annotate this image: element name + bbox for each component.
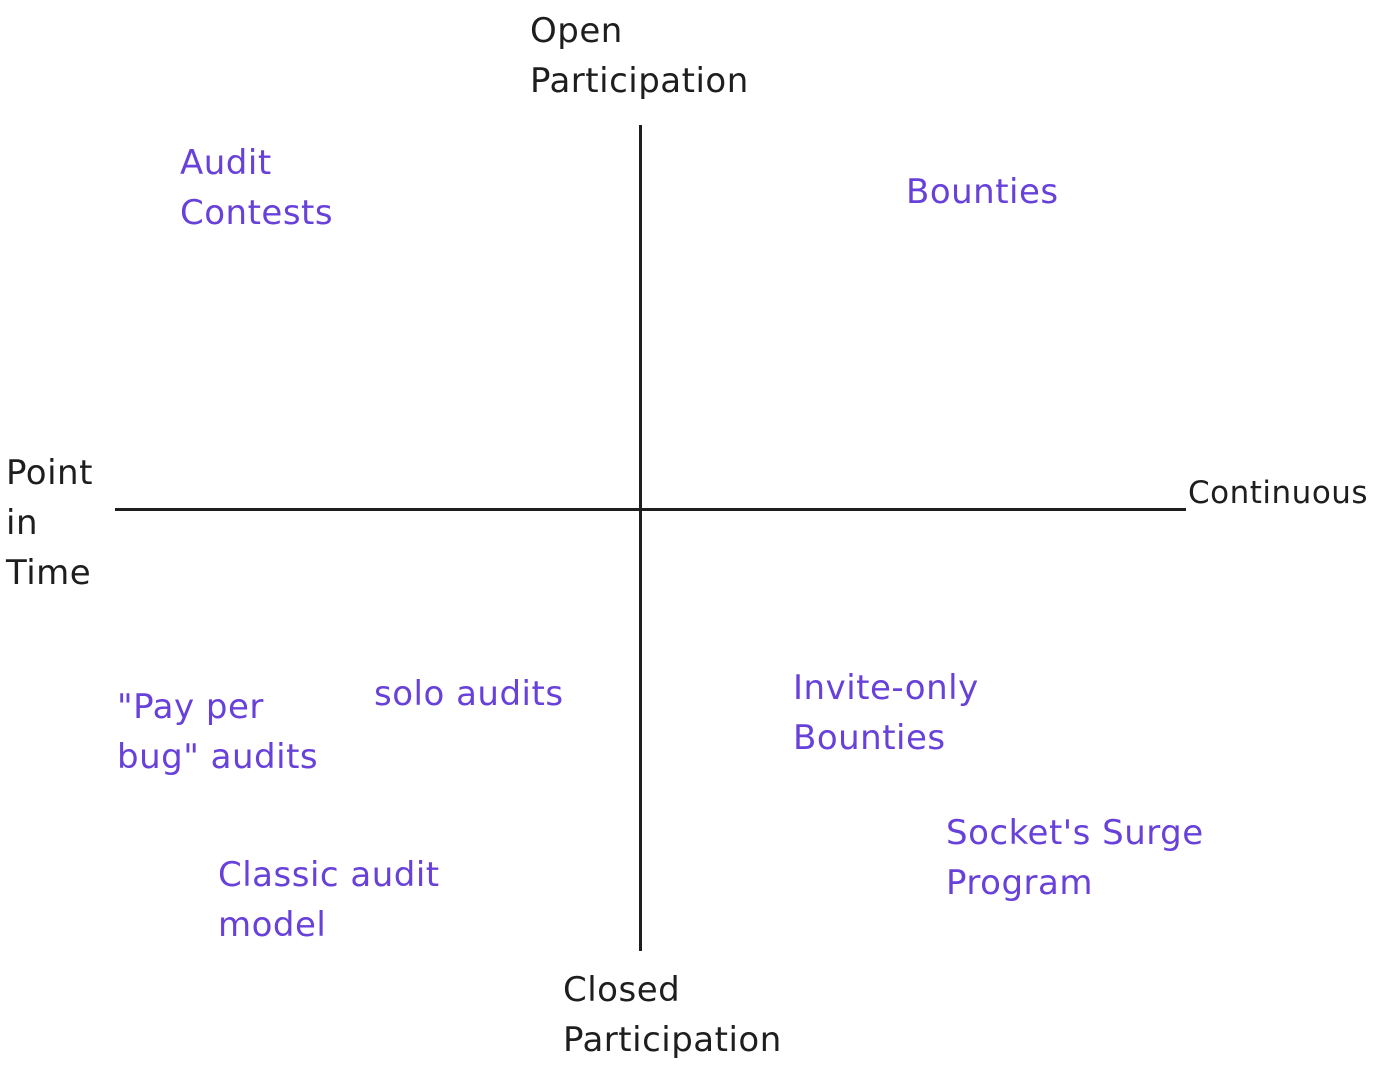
item-classic-line: model (218, 905, 327, 945)
item-invite-only-line: Invite-only (793, 668, 979, 708)
item-invite-only-bounties: Invite-only Bounties (793, 663, 979, 763)
axis-label-right: Continuous (1188, 475, 1369, 511)
axis-label-top: Open Participation (530, 6, 749, 106)
axis-label-left: Point in Time (6, 448, 93, 598)
item-bounties: Bounties (906, 172, 1059, 212)
axis-label-top-line: Open (530, 11, 623, 51)
item-audit-contests-line: Audit (180, 143, 272, 183)
axis-label-bottom-line: Closed (563, 970, 681, 1010)
item-socket-line: Socket's Surge (946, 813, 1204, 853)
item-pay-per-bug-line: bug" audits (117, 737, 319, 777)
item-invite-only-line: Bounties (793, 718, 946, 758)
item-pay-per-bug-line: "Pay per (117, 687, 264, 727)
axis-label-left-line: Time (6, 553, 92, 593)
axis-label-bottom-line: Participation (563, 1020, 782, 1060)
item-socket-line: Program (946, 863, 1093, 903)
item-socket-surge-program: Socket's Surge Program (946, 808, 1204, 908)
item-audit-contests-line: Contests (180, 193, 334, 233)
axis-label-bottom: Closed Participation (563, 965, 782, 1065)
axis-label-left-line: in (6, 503, 38, 543)
axis-label-left-line: Point (6, 453, 93, 493)
item-classic-audit-model: Classic audit model (218, 850, 440, 950)
item-pay-per-bug-audits: "Pay per bug" audits (117, 682, 318, 782)
item-solo-audits: solo audits (374, 674, 564, 714)
vertical-axis (639, 125, 642, 951)
item-audit-contests: Audit Contests (180, 138, 333, 238)
item-classic-line: Classic audit (218, 855, 440, 895)
axis-label-top-line: Participation (530, 61, 749, 101)
horizontal-axis (115, 508, 1186, 511)
